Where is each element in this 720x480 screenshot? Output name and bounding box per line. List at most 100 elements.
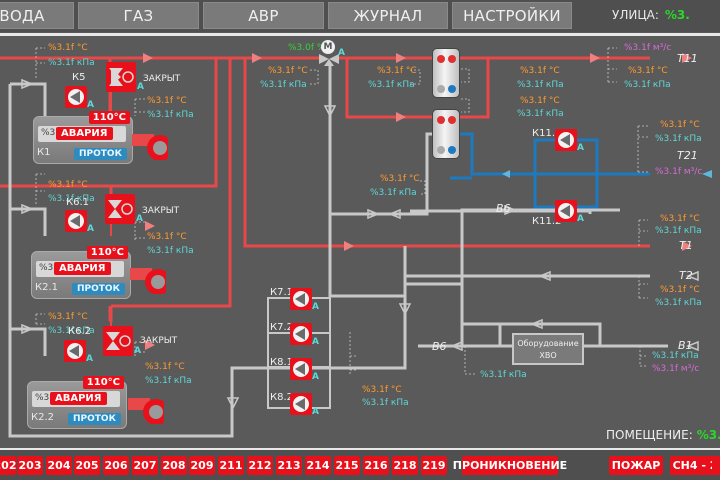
boiler-name: К2.1	[35, 282, 59, 293]
heat-exchanger-2[interactable]	[432, 109, 460, 159]
valve-mode: А	[134, 346, 141, 356]
boiler-alarm-badge: АВАРИЯ	[56, 127, 113, 140]
pipe-network	[0, 47, 712, 438]
alarm-button[interactable]: 219	[421, 456, 447, 475]
burner-icon	[128, 398, 164, 424]
boiler-temp: 110°C	[86, 246, 128, 259]
pump-k11-2-label: К11.2	[532, 216, 562, 227]
pump-mode: А	[577, 214, 584, 224]
hx-out2-temp: %3.1f °C	[520, 96, 560, 106]
pump-k8-2-label: К8.2	[270, 392, 294, 403]
boiler-1-return-press: %3.1f кПа	[48, 58, 95, 68]
pump-k7-1[interactable]: А	[290, 288, 319, 312]
tab-settings[interactable]: НАСТРОЙКИ	[452, 2, 572, 29]
t1-press: %3.1f кПа	[655, 226, 702, 236]
pump-mode: А	[312, 372, 319, 382]
makeup-press: %3.1f кПа	[362, 398, 409, 408]
flow-arrows	[143, 53, 692, 350]
t21-temp: %3.1f °C	[660, 120, 700, 130]
hx-in-temp: %3.1f °C	[377, 66, 417, 76]
supply-T1	[243, 58, 650, 248]
pump-mode: А	[312, 407, 319, 417]
alarm-button[interactable]: СН4 - 2	[670, 456, 720, 475]
alarm-button[interactable]: 209	[189, 456, 215, 475]
tab-journal[interactable]: ЖУРНАЛ	[328, 2, 448, 29]
water-treatment-equipment[interactable]: Оборудование ХВО	[512, 333, 584, 365]
boiler-1-out-temp: %3.1f °C	[147, 96, 187, 106]
valve-k2-2[interactable]: А	[103, 326, 141, 356]
alarm-button[interactable]: 202	[0, 456, 16, 475]
mixing-valve-icon[interactable]	[319, 52, 339, 66]
t11-flow: %3.1f м³/с	[624, 43, 672, 53]
boiler-temp: 110°C	[82, 376, 124, 389]
boiler-value: %3.	[39, 263, 57, 273]
hvo-label-1: Оборудование	[517, 339, 579, 348]
valve-k2-1-state: ЗАКРЫТ	[142, 206, 180, 216]
top-nav-bar: ВОДА ГАЗ АВР ЖУРНАЛ НАСТРОЙКИ УЛИЦА:%3.	[0, 0, 720, 32]
divider	[0, 33, 720, 36]
line-label-t21: T21	[677, 149, 698, 162]
room-label: ПОМЕЩЕНИЕ:	[606, 428, 693, 442]
street-temperature: УЛИЦА:%3.	[612, 8, 690, 22]
boiler-3-out-temp: %3.1f °C	[145, 362, 185, 372]
burner-icon	[132, 134, 168, 160]
alarm-button[interactable]: 216	[363, 456, 389, 475]
alarm-button[interactable]: 212	[247, 456, 273, 475]
hx-out1-temp: %3.1f °C	[520, 66, 560, 76]
pump-k8-2[interactable]: А	[290, 393, 319, 417]
line-label-t11: T11	[677, 52, 698, 65]
valve-k1[interactable]: А	[106, 62, 144, 92]
pump-k7-2[interactable]: А	[290, 323, 319, 347]
pump-k7-2-label: К7.2	[270, 322, 294, 333]
boiler-flow-badge: ПРОТОК	[68, 413, 121, 425]
tab-avr[interactable]: АВР	[203, 2, 324, 29]
alarm-button[interactable]: 205	[74, 456, 100, 475]
alarm-button[interactable]	[712, 456, 720, 475]
alarm-button[interactable]: 203	[17, 456, 43, 475]
pump-k8-1-label: К8.1	[270, 357, 294, 368]
boiler-value: %3.	[35, 393, 53, 403]
valve-k1-state: ЗАКРЫТ	[143, 74, 181, 84]
boiler-k2-2[interactable]: 110°C %3. АВАРИЯ К2.2 ПРОТОК	[27, 376, 127, 429]
alarm-button[interactable]: 211	[218, 456, 244, 475]
mixing-press: %3.1f кПа	[260, 80, 307, 90]
alarm-button[interactable]: 215	[334, 456, 360, 475]
alarm-button[interactable]: 206	[103, 456, 129, 475]
boiler-flow-badge: ПРОТОК	[74, 148, 127, 160]
alarm-button[interactable]: 213	[276, 456, 302, 475]
pump-k11-1-label: К11.1	[532, 128, 562, 139]
hvo-label-2: ХВО	[539, 351, 557, 360]
boiler-value: %3.	[41, 128, 59, 138]
mixing-temp: %3.1f °C	[268, 66, 308, 76]
boiler-k2-1[interactable]: 110°C %3. АВАРИЯ К2.1 ПРОТОК	[31, 246, 131, 299]
valve-k2-1[interactable]: А	[105, 194, 143, 224]
pump-k6-1[interactable]: А	[65, 210, 94, 234]
tab-water[interactable]: ВОДА	[0, 2, 74, 29]
pump-k5[interactable]: А	[65, 86, 94, 110]
alarm-button[interactable]: 218	[392, 456, 418, 475]
pump-k8-1[interactable]: А	[290, 358, 319, 382]
boiler-name: К1	[37, 147, 51, 158]
heat-exchanger-1[interactable]	[432, 48, 460, 98]
tab-gas[interactable]: ГАЗ	[78, 2, 199, 29]
pump-mode: А	[87, 100, 94, 110]
pump-k11-1[interactable]: А	[555, 129, 584, 153]
t21-flow: %3.1f м³/с	[655, 167, 703, 177]
alarm-button[interactable]: 204	[46, 456, 72, 475]
street-label: УЛИЦА:	[612, 8, 659, 22]
pump-k11-2[interactable]: А	[555, 200, 584, 224]
alarm-button[interactable]: 208	[161, 456, 187, 475]
room-temperature: ПОМЕЩЕНИЕ:%3.	[606, 428, 720, 442]
mixing-valve-mode: А	[338, 48, 345, 58]
alarm-button[interactable]: ПРОНИКНОВЕНИЕ	[453, 456, 567, 475]
b1-flow: %3.1f м³/с	[652, 364, 700, 374]
alarm-button[interactable]: 207	[132, 456, 158, 475]
alarm-button[interactable]: 214	[305, 456, 331, 475]
pump-mode: А	[312, 337, 319, 347]
alarm-button[interactable]: ПОЖАР	[609, 456, 663, 475]
mixing-valve-motor-icon[interactable]: M	[321, 40, 335, 54]
line-label-b6-top: B6	[496, 202, 511, 215]
pump-k6-2[interactable]: А	[64, 340, 93, 364]
boiler-k1[interactable]: 110°C %3. АВАРИЯ К1 ПРОТОК	[33, 111, 133, 164]
boiler-alarm-badge: АВАРИЯ	[54, 262, 111, 275]
